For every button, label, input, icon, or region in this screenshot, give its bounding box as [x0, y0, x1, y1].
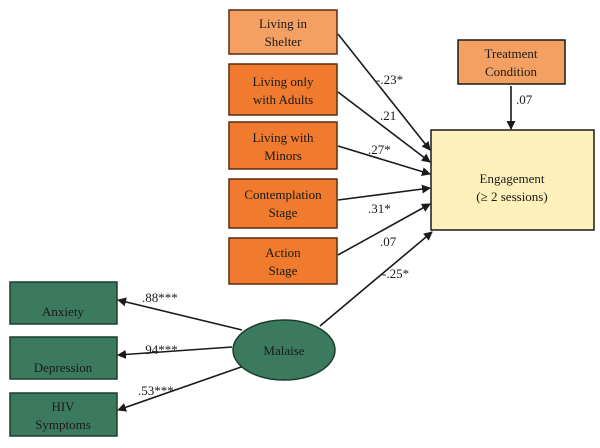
living-in-shelter-line-1: Living in — [259, 16, 308, 31]
coef-adults: .21 — [380, 108, 396, 123]
treatment-condition-line-1: Treatment — [485, 46, 538, 61]
node-engagement: Engagement (≥ 2 sessions) — [430, 129, 595, 231]
node-anxiety: Anxiety — [9, 281, 118, 325]
living-with-minors-line-1: Living with — [252, 130, 314, 145]
coef-hiv: .53*** — [138, 383, 174, 398]
node-living-only-with-adults: Living only with Adults — [228, 63, 338, 116]
node-living-with-minors: Living with Minors — [228, 121, 338, 170]
node-treatment-condition: Treatment Condition — [457, 39, 566, 85]
arrow-malaise-to-hiv — [117, 365, 245, 412]
treatment-condition-line-2: Condition — [485, 64, 538, 79]
arrow-shelter-to-engagement — [337, 33, 431, 151]
engagement-line-1: Engagement — [480, 171, 545, 186]
action-stage-line-2: Stage — [269, 263, 298, 278]
node-contemplation-stage: Contemplation Stage — [228, 178, 338, 229]
living-only-with-adults-line-2: with Adults — [253, 92, 313, 107]
coef-anxiety: .88*** — [142, 290, 178, 305]
coef-treatment: .07 — [516, 92, 533, 107]
node-action-stage: Action Stage — [228, 237, 338, 285]
hiv-symptoms-line-2: Symptoms — [35, 417, 91, 432]
arrow-minors-to-engagement — [337, 145, 431, 176]
coef-malaise: -.25* — [382, 266, 409, 281]
node-hiv-symptoms: HIV Symptoms — [9, 392, 118, 437]
action-stage-line-1: Action — [265, 245, 301, 260]
coef-minors: .27* — [368, 142, 391, 157]
depression-label: Depression — [34, 360, 93, 375]
living-only-with-adults-line-1: Living only — [252, 74, 314, 89]
coef-contemplation: .31* — [368, 201, 391, 216]
arrows — [117, 33, 516, 412]
coef-action: .07 — [380, 234, 397, 249]
arrow-malaise-to-engagement — [319, 231, 433, 327]
living-in-shelter-line-2: Shelter — [265, 34, 302, 49]
node-living-in-shelter: Living in Shelter — [228, 9, 338, 55]
living-with-minors-line-2: Minors — [264, 148, 302, 163]
arrow-adults-to-engagement — [337, 91, 431, 163]
hiv-symptoms-line-1: HIV — [51, 399, 75, 414]
engagement-line-2: (≥ 2 sessions) — [476, 189, 547, 204]
node-malaise: Malaise — [232, 319, 336, 381]
coef-shelter: -.23* — [376, 72, 403, 87]
anxiety-label: Anxiety — [42, 304, 84, 319]
malaise-label: Malaise — [263, 343, 304, 358]
coefficients: -.23* .21 .27* .31* .07 .07 -.25* .88***… — [138, 72, 533, 398]
node-depression: Depression — [9, 336, 118, 380]
contemplation-stage-line-2: Stage — [269, 205, 298, 220]
contemplation-stage-line-1: Contemplation — [244, 187, 322, 202]
coef-depression: .94*** — [142, 342, 178, 357]
arrow-action-to-engagement — [337, 203, 431, 256]
arrow-malaise-to-anxiety — [117, 297, 243, 331]
arrow-contemplation-to-engagement — [337, 184, 431, 201]
arrow-malaise-to-depression — [117, 346, 233, 359]
